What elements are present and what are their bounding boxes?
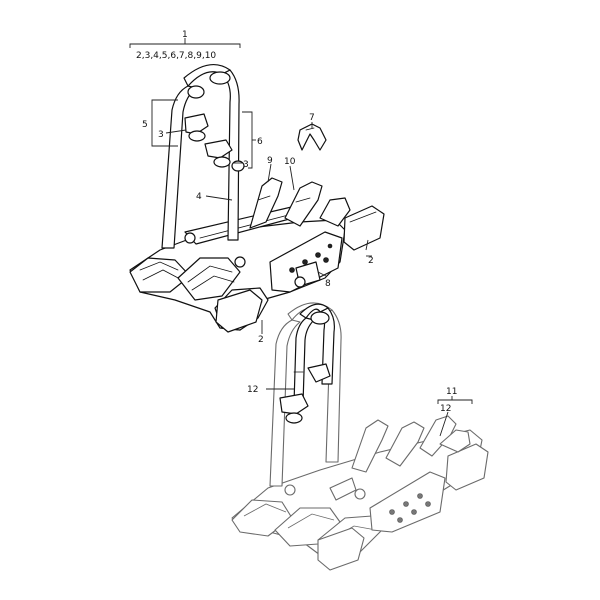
tube-top-knob: [209, 71, 231, 85]
bracket-clamp-3-lower: [204, 139, 233, 159]
part-12-top-knob: [310, 311, 330, 325]
callout-9: 9: [267, 156, 273, 166]
fitting-knob-c: [294, 276, 306, 288]
frame-holder-arm-extra: [319, 197, 351, 227]
part-12-tube-left: [293, 317, 315, 405]
callout-12-left: 12: [247, 385, 258, 395]
callout-3-lower: 3: [243, 160, 249, 170]
support-tube-top: [183, 63, 231, 87]
lower-tail-light-rear: [445, 443, 489, 491]
fitting-knob-a: [184, 232, 196, 244]
lower-support-tube-left: [269, 319, 301, 487]
bracket-knob-3-lower: [213, 156, 231, 168]
clip-part-7: [297, 123, 327, 151]
part-12-top: [299, 303, 329, 319]
tube-clamp-knob-left: [187, 85, 205, 99]
frame-holder-arm-10: [284, 181, 323, 227]
callout-labels: 1 2,3,4,5,6,7,8,9,10 5 3 6 3 7 9 10 4 2 …: [136, 30, 457, 414]
lower-arm-a: [351, 419, 389, 473]
callout-10: 10: [284, 157, 296, 167]
leader-lines: [129, 38, 473, 437]
lower-tail-light-front: [317, 527, 365, 571]
callout-12-right: 12: [440, 404, 451, 414]
frame-holder-arm-9: [249, 177, 283, 229]
lower-strap-left: [329, 477, 357, 501]
bracket-knob-3-lower-b: [231, 160, 245, 172]
callout-5: 5: [142, 120, 148, 130]
lower-arm-b: [385, 421, 425, 467]
upper-bike-carrier-assembly: [129, 63, 385, 333]
callout-3-upper: 3: [158, 130, 164, 140]
callout-6: 6: [257, 137, 263, 147]
support-tube-left: [161, 85, 197, 249]
callout-7: 7: [309, 113, 315, 123]
part-12-clamp-jaw: [279, 393, 309, 415]
fitting-knob-b: [234, 256, 246, 268]
lower-arm-c: [419, 415, 457, 457]
clip-body: [297, 123, 327, 151]
lower-arm-d: [439, 429, 471, 453]
callout-2-bottom: 2: [258, 335, 264, 345]
part-12-lower-clamp: [307, 363, 331, 383]
part-12-clamp-knob: [285, 412, 303, 424]
callout-2-right: 2: [368, 256, 374, 266]
tail-light-rear: [343, 205, 385, 251]
bracket-knob-3-upper: [188, 130, 206, 142]
tail-light-front: [215, 289, 263, 333]
callout-1: 1: [182, 30, 188, 40]
lower-bike-carrier-assembly: [231, 302, 489, 571]
support-arm-part-12: [279, 303, 335, 424]
callout-8: 8: [325, 279, 331, 289]
callout-1-sublist: 2,3,4,5,6,7,8,9,10: [136, 51, 216, 61]
lower-fitting-knob-b: [284, 484, 296, 496]
lower-fitting-knob: [354, 488, 366, 500]
callout-4: 4: [196, 192, 202, 202]
callout-11: 11: [446, 387, 457, 397]
